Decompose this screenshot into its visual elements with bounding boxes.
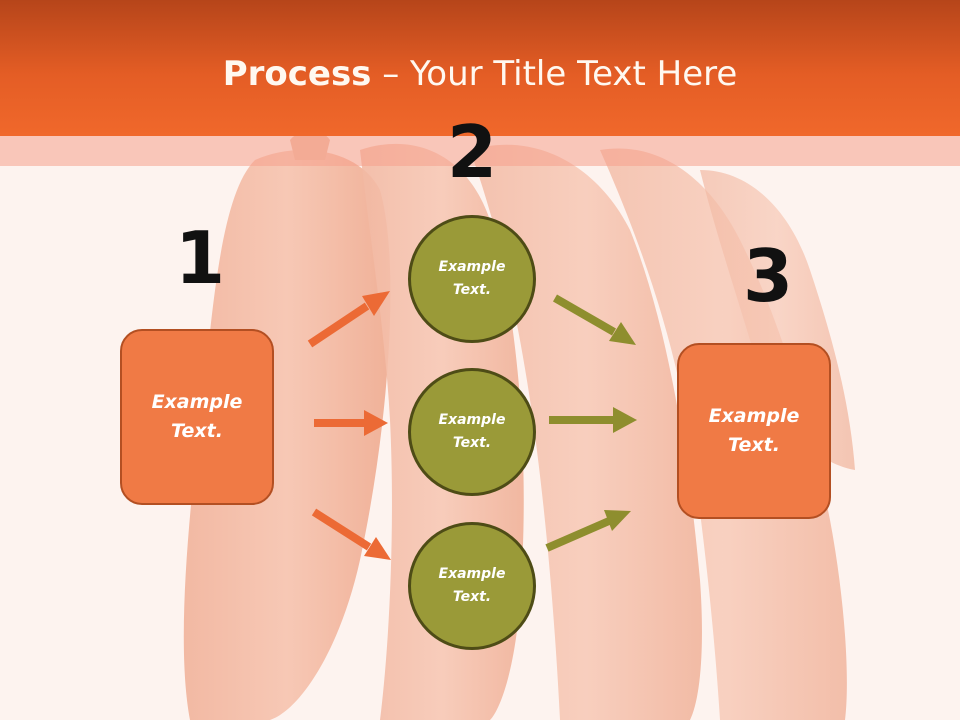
step-2-circle-2[interactable]: Example Text. [408, 368, 536, 496]
step-number-1: 1 [174, 216, 226, 300]
arrow-circle1-to-box3 [553, 294, 636, 345]
arrow-box1-to-circle3 [311, 508, 391, 560]
slide-title[interactable]: Process – Your Title Text Here [0, 52, 960, 96]
step-number-3: 3 [742, 234, 794, 318]
step-2-circle-1[interactable]: Example Text. [408, 215, 536, 343]
step-2-circle-3-text: Example Text. [438, 566, 506, 605]
arrow-circle3-to-box3 [545, 510, 631, 552]
arrow-circle2-to-box3 [549, 407, 637, 433]
title-bar [0, 0, 960, 136]
step-2-circle-1-text: Example Text. [438, 259, 506, 298]
slide-title-rest: – Your Title Text Here [371, 54, 738, 94]
arrow-box1-to-circle1 [307, 291, 390, 348]
step-2-circle-2-text: Example Text. [438, 412, 506, 451]
step-2-circle-3[interactable]: Example Text. [408, 522, 536, 650]
step-1-box-text: Example Text. [151, 391, 243, 442]
slide-title-bold: Process [222, 54, 372, 94]
arrow-box1-to-circle2 [314, 410, 388, 436]
step-3-box[interactable]: Example Text. [677, 343, 831, 519]
step-number-2: 2 [446, 110, 498, 194]
title-bar-accent-strip [0, 136, 960, 166]
step-1-box[interactable]: Example Text. [120, 329, 274, 505]
step-3-box-text: Example Text. [708, 405, 800, 456]
